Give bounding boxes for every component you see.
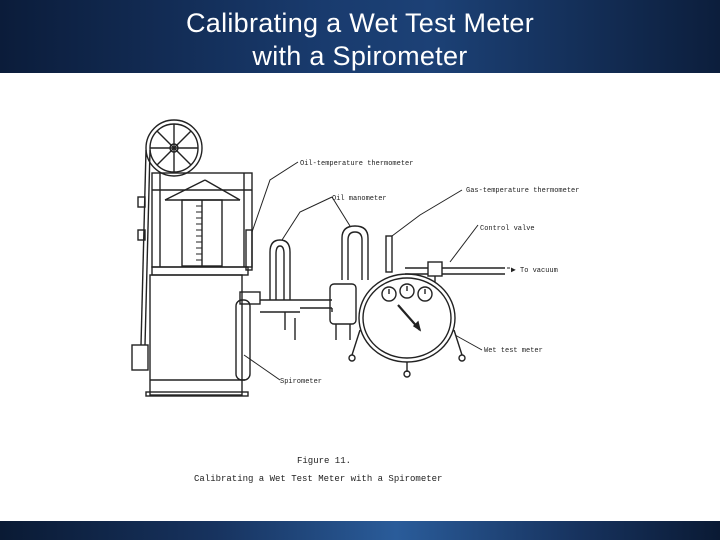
label-gas-thermometer: Gas-temperature thermometer bbox=[466, 187, 579, 195]
pulley-wheel bbox=[145, 119, 203, 177]
figure-number: Figure 11. bbox=[297, 456, 351, 466]
slide-title-line-2: with a Spirometer bbox=[252, 41, 468, 71]
wet-test-meter bbox=[348, 273, 466, 378]
spirometer-rim bbox=[151, 266, 249, 276]
counterweight bbox=[131, 344, 149, 371]
outlet-valve bbox=[239, 291, 261, 305]
inlet-valve-assembly bbox=[329, 283, 357, 325]
label-control-valve: Control valve bbox=[480, 225, 535, 233]
label-to-vacuum: To vacuum bbox=[520, 267, 558, 275]
label-wet-test-meter: Wet test meter bbox=[484, 347, 543, 355]
label-oil-manometer: Oil manometer bbox=[332, 195, 387, 203]
title-bar bbox=[0, 0, 720, 78]
leader-lines bbox=[243, 161, 510, 381]
arrow-to-vacuum: ▶ bbox=[511, 266, 516, 275]
slide-title: Calibrating a Wet Test Meter with a Spir… bbox=[0, 7, 720, 73]
gas-thermometer bbox=[385, 235, 393, 273]
oil-thermometer bbox=[245, 229, 253, 271]
content-area: Oil-temperature thermometer Oil manomete… bbox=[0, 73, 720, 522]
spirometer-side-pipe bbox=[235, 299, 251, 381]
spirometer-tank bbox=[149, 274, 243, 396]
figure-caption: Calibrating a Wet Test Meter with a Spir… bbox=[194, 474, 442, 484]
wet-test-meter-diagram: Oil-temperature thermometer Oil manomete… bbox=[131, 119, 579, 484]
footer-bar bbox=[0, 521, 720, 540]
cable-clamp bbox=[137, 196, 146, 208]
control-valve bbox=[427, 261, 443, 277]
label-oil-thermometer: Oil-temperature thermometer bbox=[300, 160, 413, 168]
label-spirometer: Spirometer bbox=[280, 378, 322, 386]
oil-manometer-right bbox=[341, 225, 369, 280]
oil-manometer-left bbox=[269, 239, 291, 300]
slide-title-line-1: Calibrating a Wet Test Meter bbox=[185, 8, 535, 38]
counterweight-cable bbox=[140, 149, 147, 346]
